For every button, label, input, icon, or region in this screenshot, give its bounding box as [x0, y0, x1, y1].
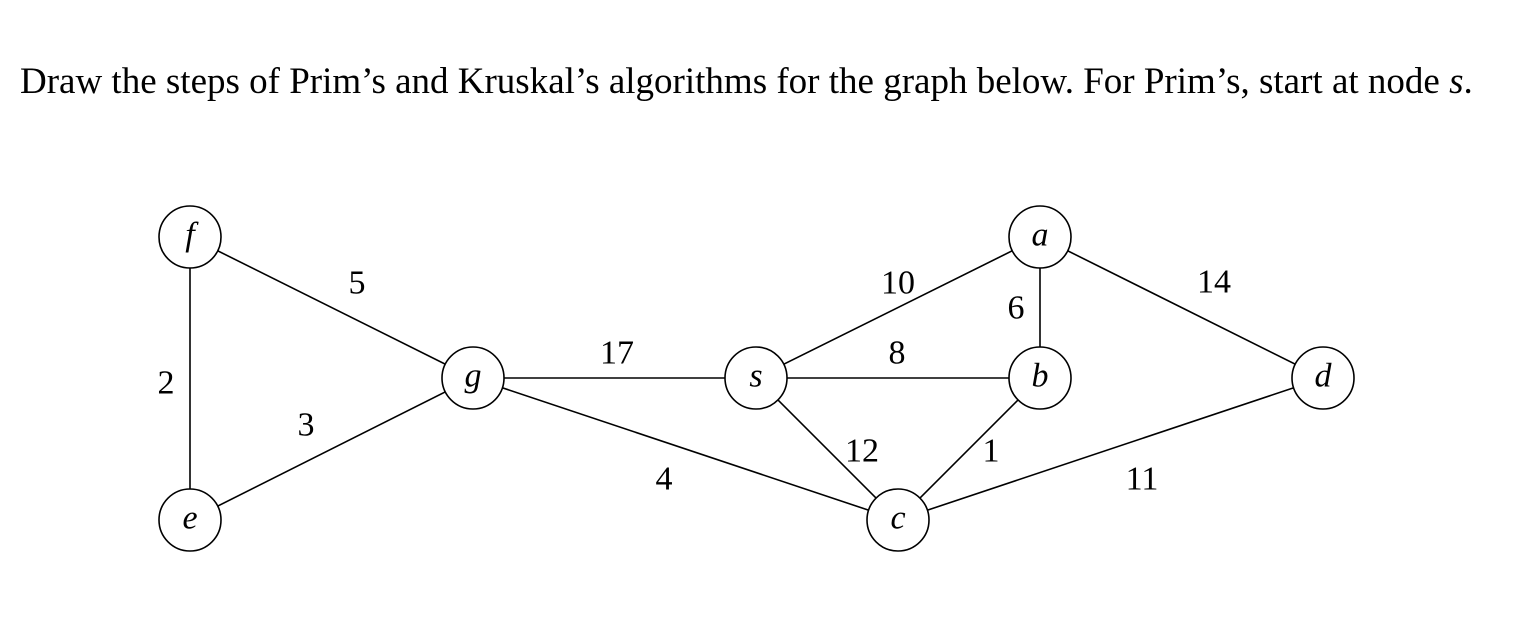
node-circle-b [1008, 346, 1072, 410]
node-circle-d [1291, 346, 1355, 410]
node-s: s [724, 346, 788, 410]
edge-weight-g-c: 4 [656, 461, 673, 498]
node-d: d [1291, 346, 1355, 410]
node-f: f [158, 205, 222, 269]
node-label-c: c [890, 500, 905, 537]
node-circle-g [441, 346, 505, 410]
node-circle-e [158, 488, 222, 552]
node-label-d: d [1315, 358, 1333, 395]
edge-weight-a-d: 14 [1197, 264, 1231, 301]
edge-weight-s-c: 12 [845, 433, 879, 470]
problem-statement: Draw the steps of Prim’s and Kruskal’s a… [20, 58, 1490, 106]
node-circle-a [1008, 205, 1072, 269]
edge-weight-s-a: 10 [881, 265, 915, 302]
node-label-e: e [182, 500, 197, 537]
edge-f-g [189, 236, 474, 379]
problem-text: Draw the steps of Prim’s and Kruskal’s a… [20, 61, 1450, 102]
node-label-s: s [749, 358, 762, 395]
node-e: e [158, 488, 222, 552]
node-label-a: a [1032, 217, 1049, 254]
edge-weight-c-d: 11 [1126, 461, 1159, 498]
edge-c-d [897, 377, 1324, 521]
node-label-g: g [465, 358, 482, 395]
edge-weight-b-c: 1 [983, 433, 1000, 470]
node-circle-f [158, 205, 222, 269]
edge-weight-a-b: 6 [1008, 290, 1025, 327]
node-g: g [441, 346, 505, 410]
node-label-b: b [1032, 358, 1049, 395]
edge-weight-e-g: 3 [298, 407, 315, 444]
edge-weight-g-s: 17 [600, 335, 634, 372]
edge-b-c [897, 377, 1041, 521]
start-node-name: s [1449, 61, 1464, 102]
edge-weight-f-g: 5 [349, 265, 366, 302]
edge-s-a [755, 236, 1041, 379]
edge-weight-s-b: 8 [889, 335, 906, 372]
node-a: a [1008, 205, 1072, 269]
node-c: c [866, 488, 930, 552]
edge-g-c [472, 377, 899, 521]
edge-a-d [1039, 236, 1324, 379]
problem-text-end: . [1463, 61, 1473, 102]
edge-e-g [189, 377, 474, 521]
node-b: b [1008, 346, 1072, 410]
node-circle-s [724, 346, 788, 410]
edge-s-c [755, 377, 899, 521]
graph-nodes: f e g s a b c d [158, 205, 1355, 552]
edge-weight-f-e: 2 [158, 365, 175, 402]
node-circle-c [866, 488, 930, 552]
